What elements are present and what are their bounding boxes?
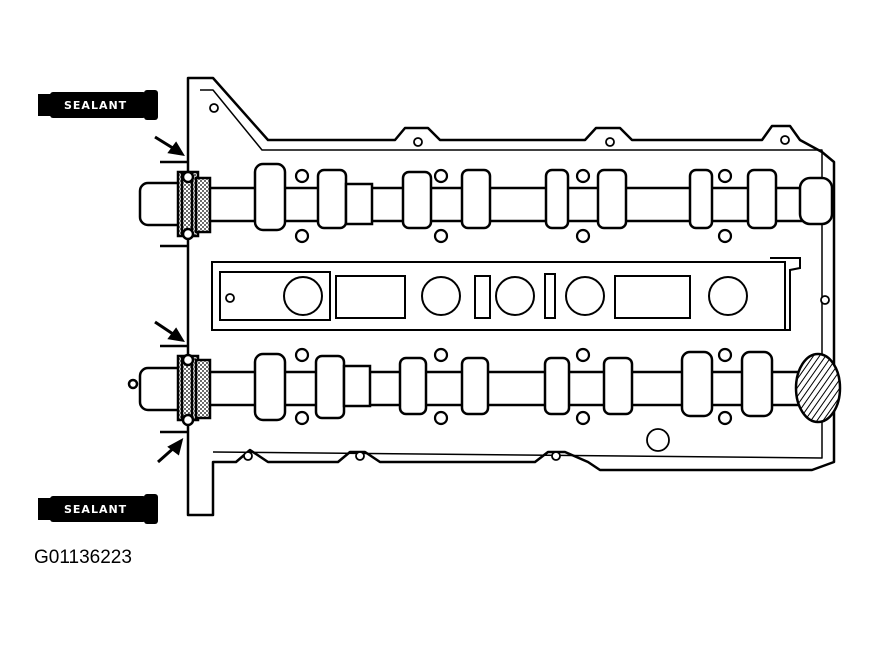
outer-bolt-holes <box>209 103 830 461</box>
figure-id: G01136223 <box>34 547 132 568</box>
cap-bolts <box>294 168 733 426</box>
upper-camshaft <box>138 160 834 248</box>
sealant-label-top: SEALANT <box>64 99 127 112</box>
sealant-tube-bottom: SEALANT <box>38 494 158 524</box>
spark-plug-gallery <box>211 257 801 331</box>
lower-camshaft <box>127 344 842 434</box>
head-outline <box>186 76 836 517</box>
sealant-arrows <box>154 135 185 464</box>
sealant-tube-top: SEALANT <box>38 90 158 120</box>
sealant-label-bottom: SEALANT <box>64 503 127 516</box>
